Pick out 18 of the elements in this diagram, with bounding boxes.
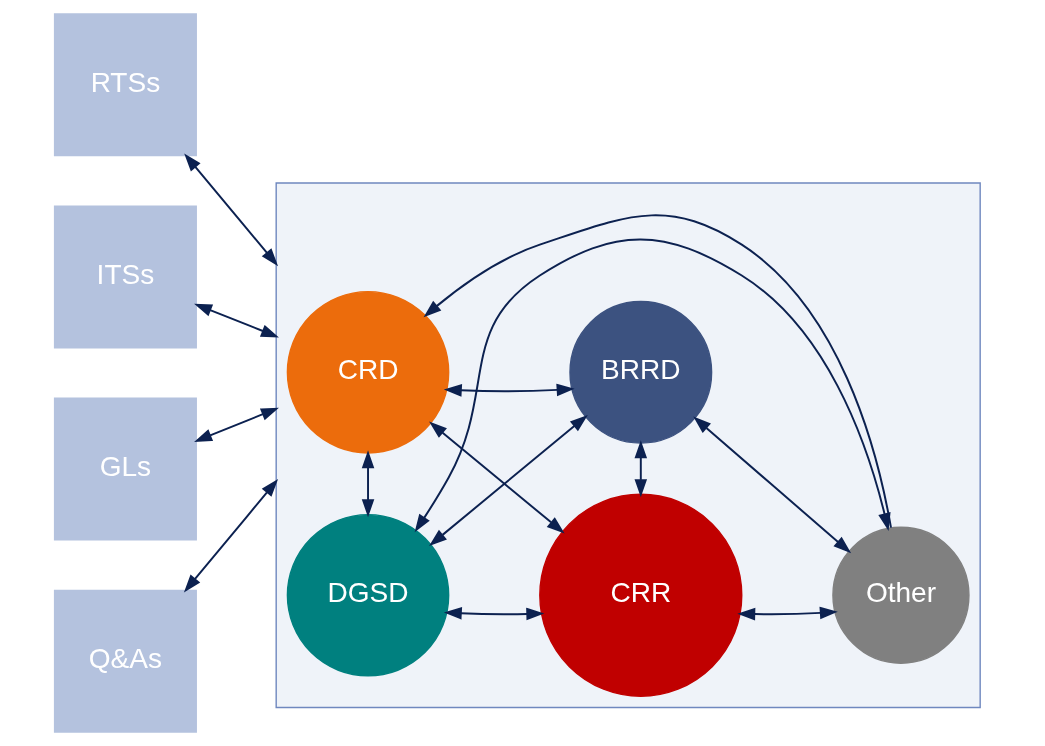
arrow <box>361 450 374 518</box>
arrow <box>692 416 851 554</box>
node-box: GLs <box>53 397 197 541</box>
node-circle: CRR <box>538 493 742 697</box>
arrow <box>443 383 575 397</box>
arrow <box>443 607 544 621</box>
node-box: Q&As <box>53 589 197 733</box>
arrow <box>183 153 278 267</box>
arrow <box>428 414 588 546</box>
arrow <box>193 407 279 442</box>
arrow <box>634 440 647 498</box>
arrow <box>183 478 278 593</box>
node-box: RTSs <box>53 13 197 157</box>
arrow <box>428 421 565 534</box>
cluster <box>275 182 981 709</box>
arrow <box>193 303 279 338</box>
arrow <box>736 606 838 621</box>
node-box: ITSs <box>53 205 197 349</box>
